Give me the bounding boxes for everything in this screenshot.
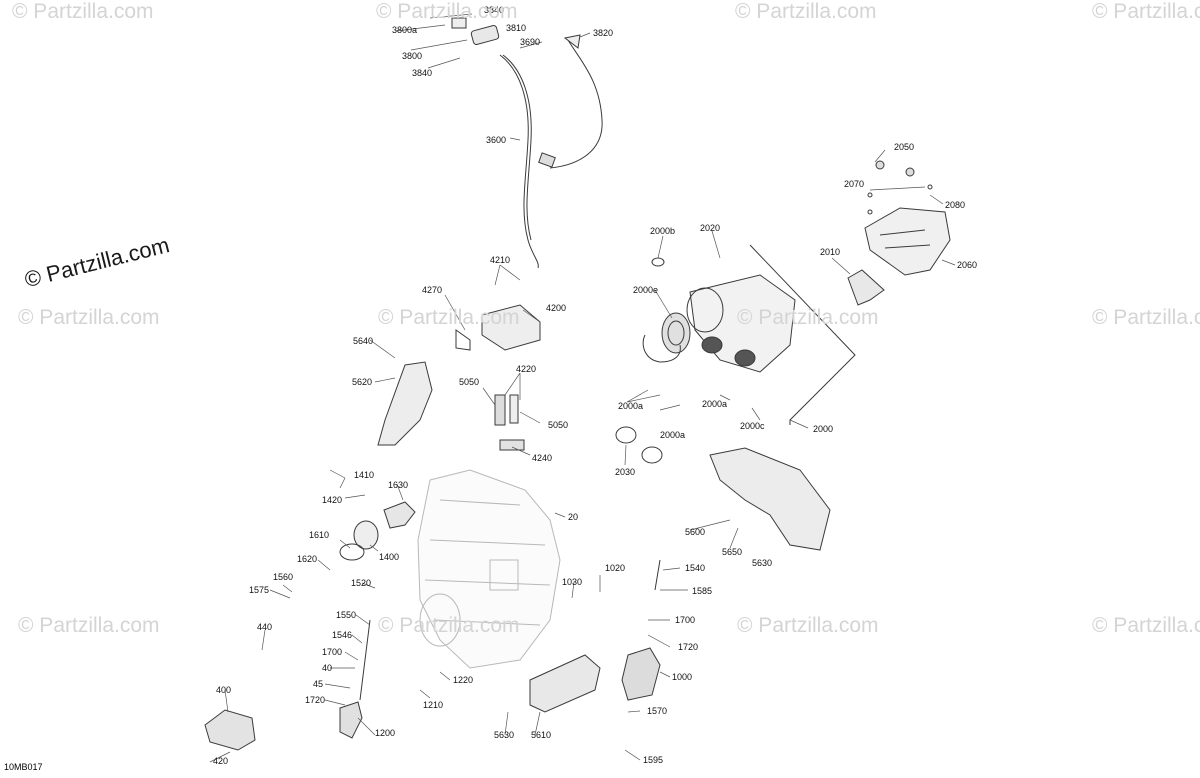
callout: 5640 — [353, 336, 373, 346]
callout: 4210 — [490, 255, 510, 265]
diagram-code: 10MB017 — [4, 762, 43, 772]
callout: 45 — [313, 679, 323, 689]
callout: 1400 — [379, 552, 399, 562]
watermark: © Partzilla.com — [376, 0, 518, 23]
callout: 1575 — [249, 585, 269, 595]
callout: 2000a — [702, 399, 727, 409]
callout: 1000 — [672, 672, 692, 682]
callout: 1550 — [336, 610, 356, 620]
starter-1400 — [339, 501, 416, 561]
watermark: © Partzilla.com — [18, 306, 160, 329]
callout: 2000c — [740, 421, 765, 431]
heat-shield-5600 — [709, 447, 831, 551]
callout: 1700 — [675, 615, 695, 625]
callout: 1630 — [388, 480, 408, 490]
callout: 5050 — [548, 420, 568, 430]
callout: 3840 — [412, 68, 432, 78]
clip-2010 — [847, 269, 885, 306]
callout: 4200 — [546, 303, 566, 313]
callout: 3840 — [484, 5, 504, 15]
callout: 40 — [322, 663, 332, 673]
callout: 4220 — [516, 364, 536, 374]
callout: 1560 — [273, 572, 293, 582]
engine-block — [417, 469, 561, 669]
watermark: © Partzilla.com — [737, 614, 879, 637]
callout: 1620 — [297, 554, 317, 564]
throttle-cable-assembly — [451, 17, 603, 269]
ecu-4200 — [455, 304, 541, 351]
callout: 5650 — [722, 547, 742, 557]
watermark: © Partzilla.com — [737, 306, 879, 329]
callout: 3810 — [506, 23, 526, 33]
callout: 1540 — [685, 563, 705, 573]
watermark: © Partzilla.com — [378, 614, 520, 637]
callout: 1570 — [647, 706, 667, 716]
callout: 1210 — [423, 700, 443, 710]
callout: 3800a — [392, 25, 417, 35]
callout: 2000a — [660, 430, 685, 440]
callout: 4240 — [532, 453, 552, 463]
callout: 2000a — [618, 401, 643, 411]
watermark: © Partzilla.com — [1092, 0, 1200, 23]
callout: 1020 — [605, 563, 625, 573]
bracket-5620 — [377, 361, 433, 446]
watermark: © Partzilla.com — [12, 0, 154, 23]
callout: 3800 — [402, 51, 422, 61]
watermark: © Partzilla.com — [735, 0, 877, 23]
lower-shield-5610 — [529, 654, 601, 713]
callout: 1520 — [351, 578, 371, 588]
callout: 420 — [213, 756, 228, 766]
callout: 2070 — [844, 179, 864, 189]
callout: 5630 — [494, 730, 514, 740]
callout: 1610 — [309, 530, 329, 540]
callout: 3600 — [486, 135, 506, 145]
callout: 2000e — [633, 285, 658, 295]
mount-1200 — [339, 701, 363, 739]
callouts: 3840 3810 3800a 3690 3820 3800 3840 3600… — [213, 5, 977, 766]
callout: 5600 — [685, 527, 705, 537]
air-filter-housing — [642, 244, 856, 425]
callout: 2030 — [615, 467, 635, 477]
callout: 2080 — [945, 200, 965, 210]
callout: 4270 — [422, 285, 442, 295]
callout: 2050 — [894, 142, 914, 152]
callout: 2060 — [957, 260, 977, 270]
watermark: © Partzilla.com — [378, 306, 520, 329]
callout: 1720 — [305, 695, 325, 705]
callout: 1030 — [562, 577, 582, 587]
callout: 1720 — [678, 642, 698, 652]
callout: 440 — [257, 622, 272, 632]
callout: 400 — [216, 685, 231, 695]
mount-400 — [204, 709, 256, 751]
sensors-4220 — [494, 394, 525, 451]
part-1000 — [621, 647, 661, 701]
callout: 2000b — [650, 226, 675, 236]
callout: 20 — [568, 512, 578, 522]
bracket-2060 — [864, 160, 951, 276]
callout: 5050 — [459, 377, 479, 387]
watermark: © Partzilla.com — [18, 614, 160, 637]
callout: 1546 — [332, 630, 352, 640]
callout: 2010 — [820, 247, 840, 257]
callout: 1585 — [692, 586, 712, 596]
watermark: © Partzilla.com — [1092, 614, 1200, 637]
callout: 1200 — [375, 728, 395, 738]
callout: 2000 — [813, 424, 833, 434]
callout: 5620 — [352, 377, 372, 387]
callout: 5610 — [531, 730, 551, 740]
callout: 1410 — [354, 470, 374, 480]
callout: 3820 — [593, 28, 613, 38]
callout: 1700 — [322, 647, 342, 657]
callout: 1220 — [453, 675, 473, 685]
watermark: © Partzilla.com — [1092, 306, 1200, 329]
callout: 5630 — [752, 558, 772, 568]
callout: 1595 — [643, 755, 663, 765]
callout: 3690 — [520, 37, 540, 47]
clamps-2030 — [615, 426, 663, 464]
callout: 1420 — [322, 495, 342, 505]
callout: 2020 — [700, 223, 720, 233]
